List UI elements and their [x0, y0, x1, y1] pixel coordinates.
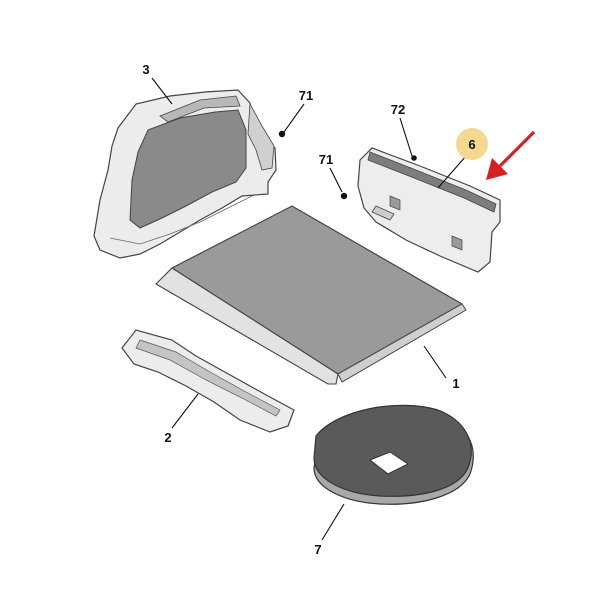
fastener-71-lower — [340, 192, 348, 200]
fastener-71-upper — [278, 130, 286, 138]
callout-3: 3 — [142, 62, 149, 77]
side-panel-inner-face — [129, 109, 247, 229]
side-panel-rear-flange — [247, 102, 275, 171]
rear-panel-grille — [367, 151, 497, 213]
part-6-highlight — [456, 128, 488, 160]
leader-71-lower — [329, 167, 343, 193]
part-2-cross-member — [121, 329, 295, 433]
side-panel-bottom-edge — [109, 195, 253, 245]
wheel-cover-square-hole — [369, 451, 409, 475]
rear-panel-clip-right — [451, 235, 463, 251]
wheel-cover-top — [313, 404, 472, 497]
rear-panel-lower-tab — [371, 205, 395, 221]
part-3-side-trim-panel — [93, 89, 277, 259]
fastener-72 — [411, 155, 417, 161]
leader-71-upper — [283, 103, 305, 133]
callout-6: 6 — [468, 137, 475, 152]
side-panel-top-lip — [159, 95, 241, 123]
floor-mat-front-edge — [155, 267, 339, 385]
indicator-arrow — [486, 130, 536, 180]
callout-72: 72 — [391, 102, 405, 117]
leader-72 — [399, 117, 413, 157]
floor-mat-right-edge — [337, 303, 467, 383]
part-1-floor-mat — [155, 205, 467, 385]
leader-2 — [171, 393, 199, 429]
leader-1 — [423, 345, 447, 379]
rear-panel-body — [357, 147, 501, 273]
callout-1: 1 — [452, 376, 459, 391]
part-7-spare-wheel-cover — [313, 404, 474, 505]
cross-member-channel — [135, 339, 281, 417]
leader-7 — [321, 503, 345, 541]
rear-panel-clip-left — [389, 195, 401, 211]
callout-71-upper: 71 — [299, 88, 313, 103]
leader-3 — [151, 77, 173, 105]
callout-2: 2 — [164, 430, 171, 445]
callout-71-lower: 71 — [319, 152, 333, 167]
callout-7: 7 — [314, 542, 321, 557]
part-6-rear-trim-panel — [357, 147, 501, 273]
leader-6 — [437, 155, 467, 189]
